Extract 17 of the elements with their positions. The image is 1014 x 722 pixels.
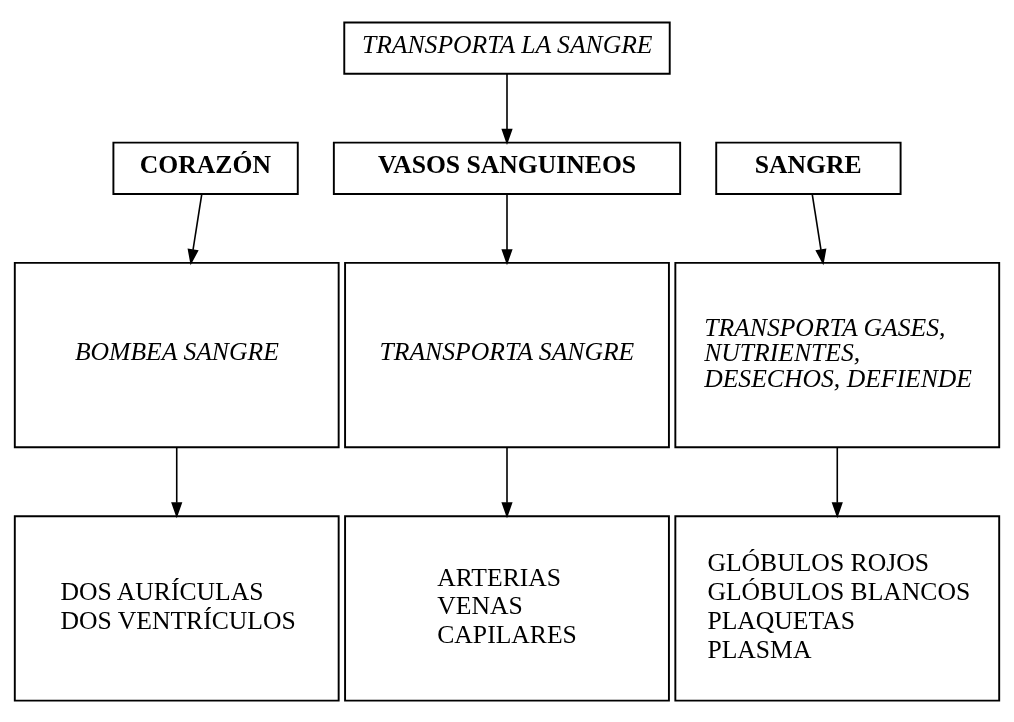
node-box: VASOS SANGUINEOS — [332, 141, 682, 195]
node-box: TRANSPORTA SANGRE — [344, 261, 670, 448]
arrow — [811, 193, 827, 265]
arrow — [501, 446, 513, 518]
node-box: TRANSPORTA LA SANGRE — [343, 20, 671, 75]
arrow — [171, 446, 183, 518]
node-box: BOMBEA SANGRE — [13, 261, 340, 448]
node-box: DOS AURÍCULAS DOS VENTRÍCULOS — [13, 514, 340, 702]
node-box: TRANSPORTA GASES, NUTRIENTES, DESECHOS, DEFIENDE — [674, 261, 1001, 448]
arrow — [501, 72, 513, 145]
arrow — [501, 193, 513, 265]
node-box: ARTERIAS VENAS CAPILARES — [344, 514, 670, 702]
node-box: GLÓBULOS ROJOS GLÓBULOS BLANCOS PLAQUETAS PLASMA — [674, 514, 1001, 702]
node-box: CORAZÓN — [112, 141, 299, 195]
node-box: SANGRE — [715, 141, 902, 195]
arrow — [187, 193, 203, 265]
arrow — [831, 446, 843, 518]
